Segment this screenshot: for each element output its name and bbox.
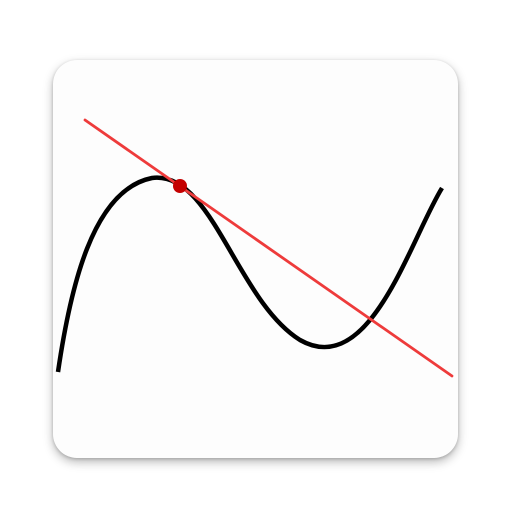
- cubic-curve: [55, 175, 444, 373]
- tangent-point: [173, 179, 187, 193]
- app-icon-tile[interactable]: [53, 60, 458, 458]
- tangent-line: [83, 118, 454, 378]
